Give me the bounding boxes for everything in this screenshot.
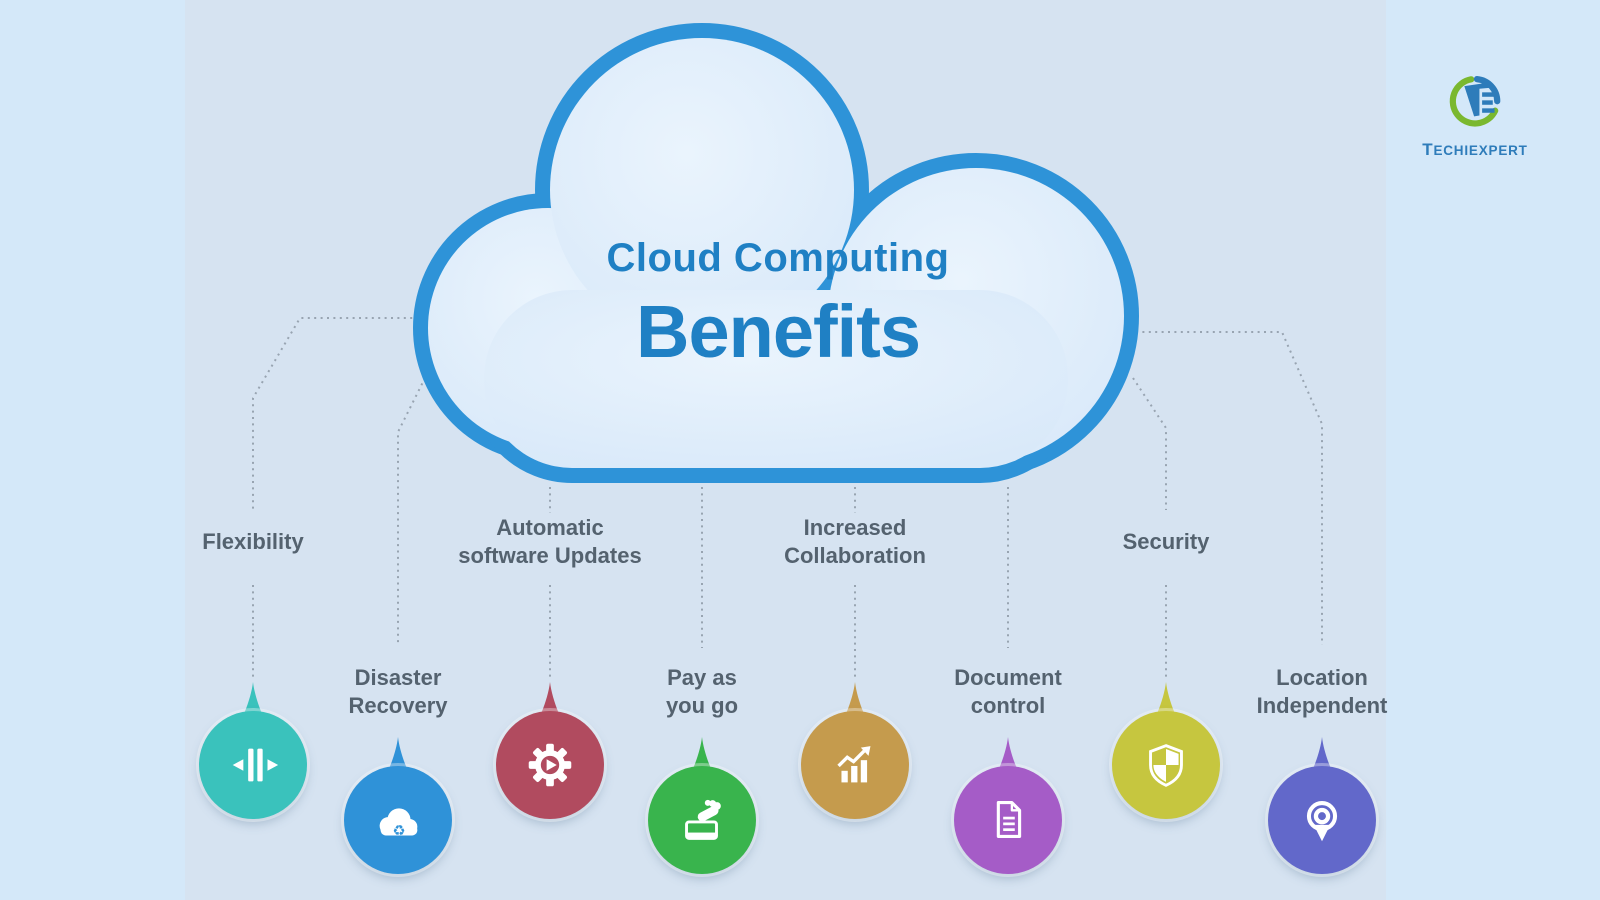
flexibility-circle: [199, 711, 307, 819]
pointer-triangle: [244, 682, 262, 713]
pointer-triangle: [389, 737, 407, 768]
security-circle: [1112, 711, 1220, 819]
pointer-triangle: [1313, 737, 1331, 768]
pointer-triangle: [541, 682, 559, 713]
cloud-title: Cloud Computing: [606, 236, 950, 280]
brand-logo: TECHIEXPERT: [1395, 70, 1555, 160]
document-icon: [996, 801, 1022, 838]
pay-as-you-go-circle: [648, 766, 756, 874]
pointer-triangle: [999, 737, 1017, 768]
pointer-triangle: [846, 682, 864, 713]
document-control-circle: [954, 766, 1062, 874]
pointer-triangle: [1157, 682, 1175, 713]
benefit-item-security: Security: [1056, 0, 1276, 900]
cloud-subtitle: Benefits: [636, 290, 921, 373]
gear-play-icon: [528, 743, 572, 787]
map-pin-icon: [1306, 801, 1338, 842]
hand-money-icon: [685, 799, 721, 840]
cloud-title-block: Cloud Computing Benefits: [400, 234, 1156, 372]
shield-icon: [1149, 744, 1183, 787]
svg-text:♻: ♻: [392, 823, 405, 839]
increased-collaboration-circle: [801, 711, 909, 819]
benefit-label: Flexibility: [202, 529, 304, 554]
location-independent-circle: [1268, 766, 1376, 874]
techiexpert-logo-icon: [1449, 75, 1501, 127]
benefit-item-flexibility: Flexibility: [143, 0, 363, 900]
growth-chart-icon: [837, 746, 871, 783]
benefit-label: Security: [1122, 529, 1210, 554]
disaster-recovery-circle: ♻: [344, 766, 452, 874]
pointer-triangle: [693, 737, 711, 768]
cloud-shape: [413, 23, 1139, 483]
cloud-recycle-icon: ♻: [379, 808, 418, 839]
automatic-updates-circle: [496, 711, 604, 819]
flex-arrows-icon: [232, 748, 279, 782]
brand-name: TECHIEXPERT: [1422, 140, 1528, 159]
